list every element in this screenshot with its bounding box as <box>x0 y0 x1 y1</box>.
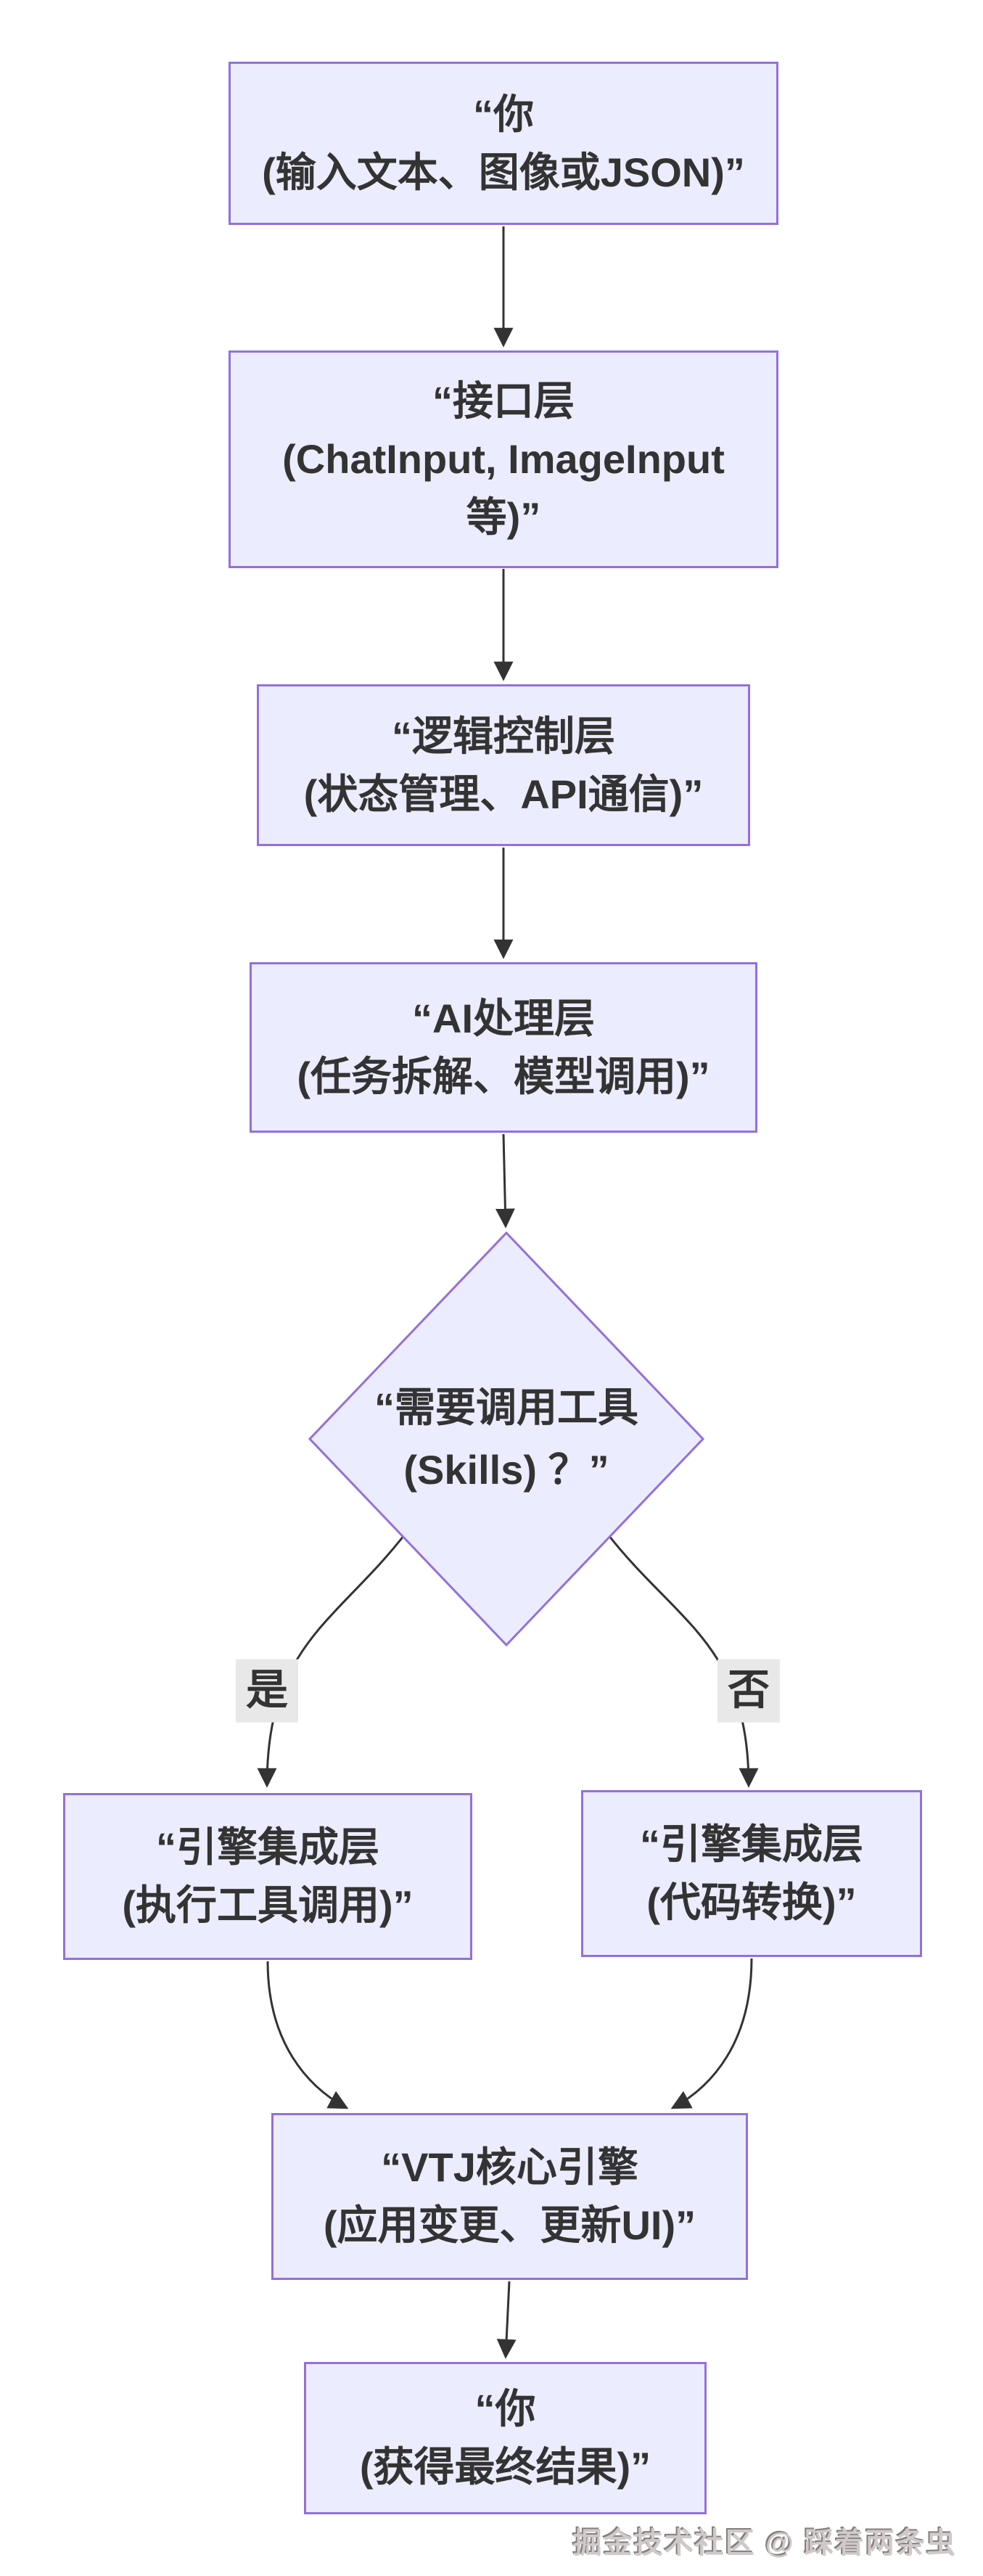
node-text-line: “AI处理层 <box>412 995 595 1041</box>
node-decision-skills: “需要调用工具 (Skills) ？” <box>308 1231 704 1646</box>
node-text-line: (状态管理、API通信)” <box>303 771 704 817</box>
node-text-line: 等)” <box>466 494 541 540</box>
node-text-line: “VTJ核心引擎 <box>381 2144 638 2190</box>
node-ai-layer: “AI处理层 (任务拆解、模型调用)” <box>250 962 757 1133</box>
node-text-line: (输入文本、图像或JSON)” <box>262 149 745 195</box>
node-text-line: “你 <box>473 91 534 137</box>
edge-label-no: 否 <box>717 1659 781 1723</box>
node-user-result: “你 (获得最终结果)” <box>304 2362 707 2514</box>
edge-engine-tool-to-vtj <box>266 1961 349 2109</box>
watermark-text: 掘金技术社区 @ 踩着两条虫 <box>572 2527 957 2559</box>
node-text-line: “你 <box>474 2386 536 2432</box>
edge-ai-to-decision <box>495 1133 515 1228</box>
decision-text: “需要调用工具 (Skills) ？” <box>374 1377 638 1501</box>
edge-engine-code-to-vtj <box>670 1958 753 2109</box>
node-text-line: “接口层 <box>432 378 575 424</box>
node-logic-layer: “逻辑控制层 (状态管理、API通信)” <box>257 684 750 846</box>
node-text-line: (执行工具调用)” <box>122 1882 414 1928</box>
node-text-line: “逻辑控制层 <box>392 713 615 759</box>
node-text-line: (ChatInput, ImageInput <box>282 436 725 482</box>
node-text-line: (Skills) ？” <box>403 1447 609 1493</box>
node-text-line: (应用变更、更新UI)” <box>323 2202 696 2248</box>
diamond-shape <box>308 1231 704 1646</box>
node-text-line: (获得最终结果)” <box>359 2444 651 2490</box>
node-user-input: “你 (输入文本、图像或JSON)” <box>229 62 778 225</box>
edge-label-yes: 是 <box>235 1659 299 1723</box>
node-text-line: (任务拆解、模型调用)” <box>297 1053 710 1099</box>
node-text-line: “需要调用工具 <box>374 1385 638 1430</box>
edge-vtj-to-result <box>496 2281 517 2359</box>
node-interface-layer: “接口层 (ChatInput, ImageInput 等)” <box>229 350 778 568</box>
node-text-line: (代码转换)” <box>646 1879 857 1925</box>
node-vtj-core: “VTJ核心引擎 (应用变更、更新UI)” <box>271 2113 748 2280</box>
node-text-line: “引擎集成层 <box>640 1821 863 1867</box>
node-engine-tool: “引擎集成层 (执行工具调用)” <box>63 1793 472 1960</box>
node-text-line: “引擎集成层 <box>156 1824 379 1870</box>
node-engine-code: “引擎集成层 (代码转换)” <box>581 1790 922 1957</box>
